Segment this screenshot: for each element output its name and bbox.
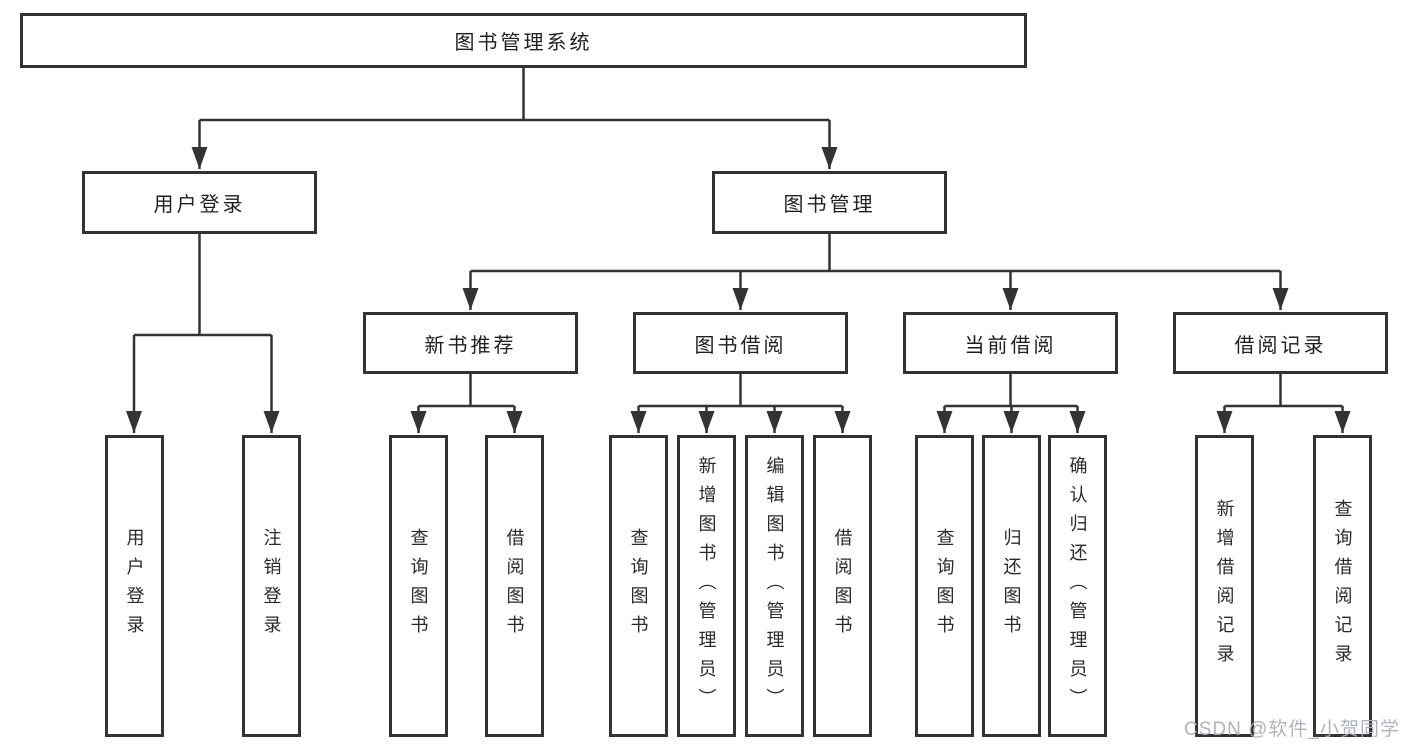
leaf-borrow-book-recommend: 借阅图书 [485,435,544,737]
node-new-book-recommend: 新书推荐 [363,312,578,374]
leaf-add-borrow-record: 新增借阅记录 [1195,435,1254,737]
leaf-label: 注销登录 [261,528,282,644]
leaf-label: 借阅图书 [504,528,525,644]
leaf-label: 查询借阅记录 [1332,499,1353,673]
node-label: 新书推荐 [424,334,517,357]
leaf-label: 查询图书 [628,528,649,644]
node-label: 用户登录 [153,194,246,216]
node-current-borrow: 当前借阅 [903,312,1118,374]
node-label: 图书管理系统 [454,32,593,54]
connector-borrow-record-children [1216,374,1351,433]
leaf-label: 编辑图书（管理员） [764,455,785,717]
leaf-query-borrow-record: 查询借阅记录 [1313,435,1372,737]
leaf-borrow-book: 借阅图书 [813,435,872,737]
node-label: 图书借阅 [694,334,787,357]
leaf-edit-book-admin: 编辑图书（管理员） [745,435,804,737]
connector-book-management-children [462,234,1289,310]
node-library-management-system: 图书管理系统 [20,13,1027,68]
node-book-management: 图书管理 [712,171,947,234]
connector-current-borrow-children [936,374,1086,433]
leaf-user-login: 用户登录 [105,435,164,737]
node-label: 借阅记录 [1234,334,1327,357]
leaf-return-book: 归还图书 [982,435,1041,737]
leaf-query-book-current: 查询图书 [915,435,974,737]
connector-new-book-recommend-children [410,374,523,433]
leaf-add-book-admin: 新增图书（管理员） [677,435,736,737]
leaf-confirm-return-admin: 确认归还（管理员） [1048,435,1107,737]
node-book-borrow: 图书借阅 [633,312,848,374]
leaf-label: 用户登录 [124,528,145,644]
node-label: 图书管理 [783,194,876,216]
connector-root-to-level2 [191,68,838,169]
node-borrow-record: 借阅记录 [1173,312,1388,374]
leaf-query-book-recommend: 查询图书 [389,435,448,737]
connector-user-login-children [126,234,280,433]
leaf-query-book-borrow: 查询图书 [609,435,668,737]
csdn-watermark: CSDN @软件_小贺同学 [1184,719,1400,740]
leaf-label: 查询图书 [408,528,429,644]
leaf-logout: 注销登录 [242,435,301,737]
leaf-label: 确认归还（管理员） [1067,455,1088,717]
leaf-label: 归还图书 [1001,528,1022,644]
leaf-label: 借阅图书 [832,528,853,644]
leaf-label: 新增借阅记录 [1214,499,1235,673]
leaf-label: 查询图书 [934,528,955,644]
leaf-label: 新增图书（管理员） [696,455,717,717]
node-label: 当前借阅 [964,334,1057,357]
node-user-login: 用户登录 [82,171,317,234]
connector-book-borrow-children [630,374,851,433]
